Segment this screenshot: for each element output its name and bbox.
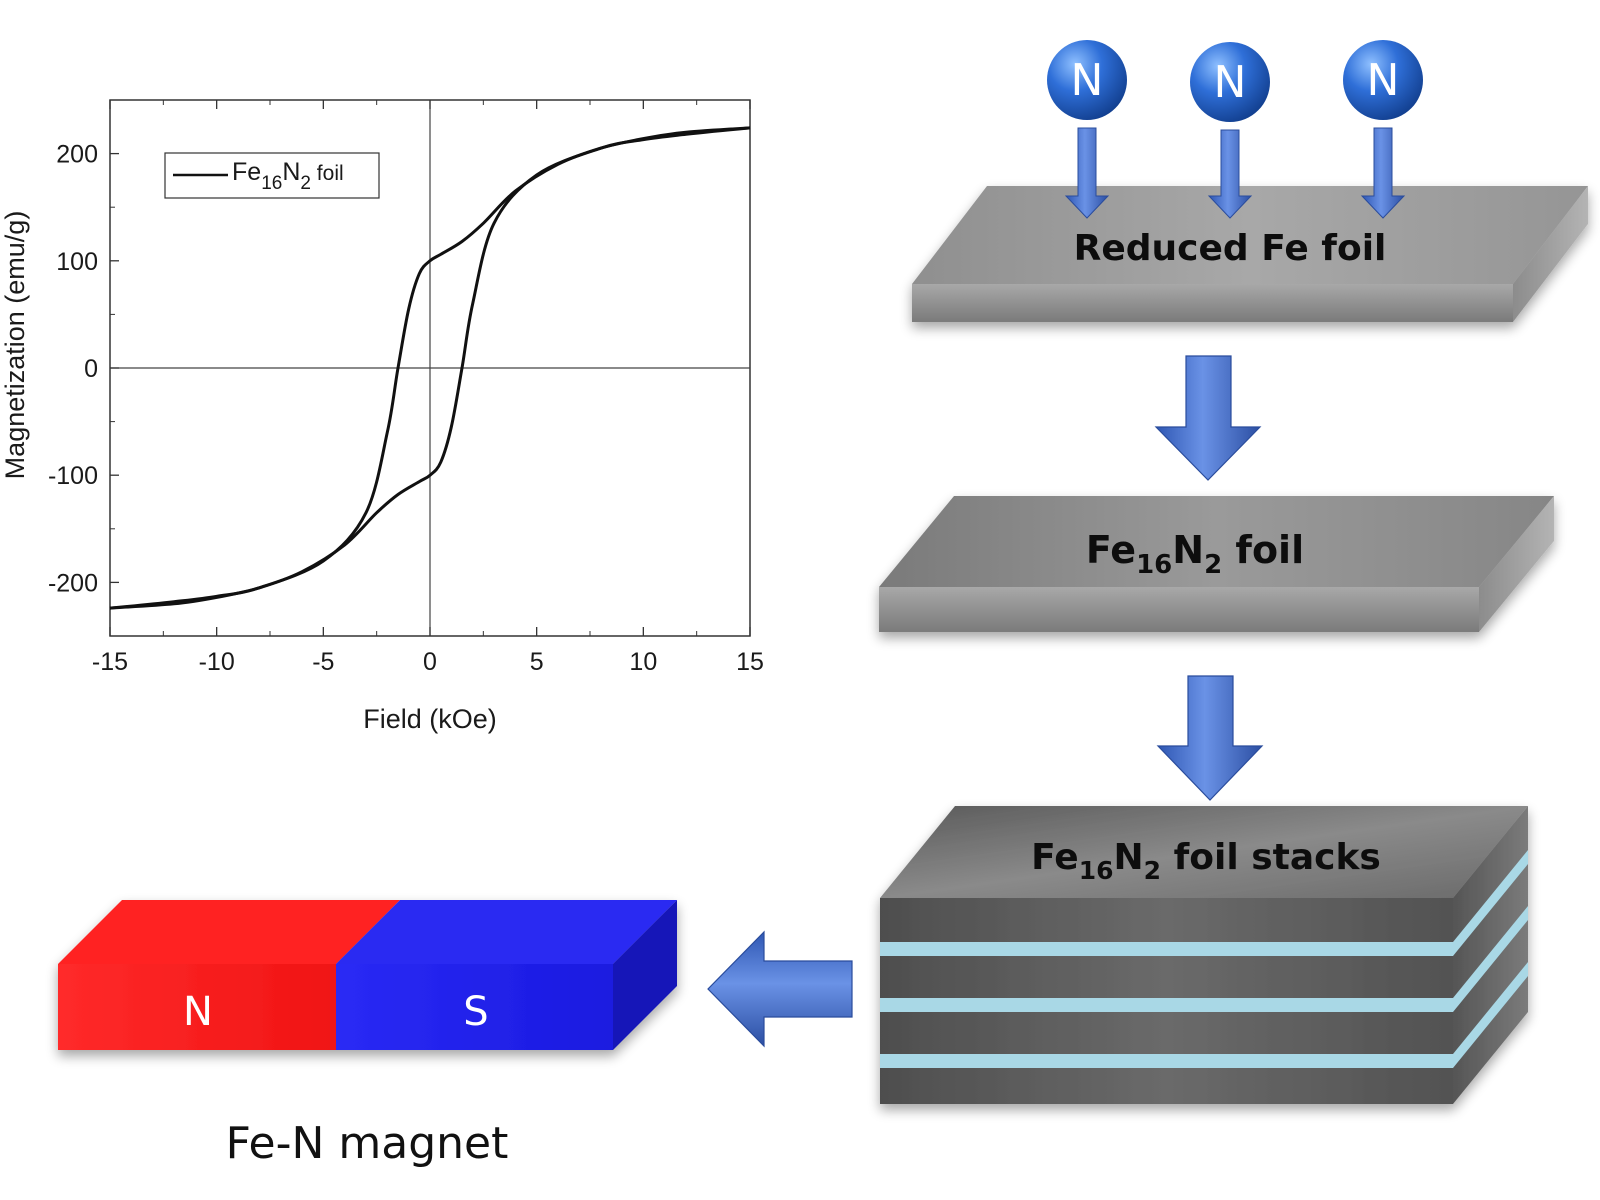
x-tick-label: 15 bbox=[736, 648, 764, 676]
fe16n2-foil-stacks: Fe16N2 foil stacks bbox=[880, 806, 1528, 1104]
x-tick-label: 0 bbox=[423, 648, 437, 676]
slab-front-face bbox=[912, 284, 1513, 322]
y-tick-label: -200 bbox=[48, 569, 98, 597]
stack-interlayer bbox=[880, 1054, 1453, 1068]
stack-interlayer bbox=[880, 942, 1453, 956]
nitrogen-atom-label: N bbox=[1214, 57, 1247, 108]
legend-label: Fe16N2 foil bbox=[232, 158, 344, 194]
slab-top-face bbox=[879, 496, 1554, 587]
process-arrow-down-icon bbox=[1154, 355, 1262, 481]
x-tick-label: -10 bbox=[199, 648, 235, 676]
stack-layer bbox=[880, 1068, 1453, 1104]
stack-top-face bbox=[880, 806, 1528, 898]
hysteresis-ascending-branch bbox=[109, 126, 751, 610]
chart-legend: Fe16N2 foil bbox=[164, 152, 380, 199]
process-arrow-left-icon bbox=[707, 930, 853, 1048]
slab-side-face bbox=[1513, 186, 1588, 322]
down-arrow-icon bbox=[1064, 127, 1110, 219]
fe16n2-foil-label: Fe16N2 foil bbox=[1086, 528, 1304, 580]
nitrogen-atom-3: N bbox=[1343, 40, 1423, 120]
reduced-fe-foil-slab: Reduced Fe foil bbox=[912, 186, 1588, 322]
x-tick-label: 10 bbox=[629, 648, 657, 676]
magnet-north-label: N bbox=[183, 989, 213, 1035]
nitrogen-atom-label: N bbox=[1367, 55, 1400, 106]
stack-layer bbox=[880, 956, 1453, 998]
nitrogen-down-arrows bbox=[1064, 127, 1406, 219]
slab-side-face bbox=[1479, 496, 1554, 632]
magnet-north-top-face bbox=[58, 900, 400, 964]
x-tick-label: -5 bbox=[312, 648, 334, 676]
magnet-south-label: S bbox=[463, 989, 488, 1035]
reduced-fe-foil-label: Reduced Fe foil bbox=[1074, 228, 1387, 269]
y-tick-label: 0 bbox=[84, 355, 98, 383]
nitrogen-atom-icon bbox=[1047, 40, 1127, 120]
x-axis-title: Field (kOe) bbox=[363, 704, 497, 734]
y-axis-title: Magnetization (emu/g) bbox=[0, 211, 30, 480]
down-arrow-icon bbox=[1207, 129, 1253, 219]
nitrogen-implantation-group: N N N bbox=[1047, 40, 1423, 122]
fe16n2-foil-slab: Fe16N2 foil bbox=[879, 496, 1554, 632]
fe-n-magnet: N S bbox=[58, 900, 677, 1050]
nitrogen-atom-1: N bbox=[1047, 40, 1127, 120]
magnet-south-top-face bbox=[336, 900, 677, 964]
nitrogen-atom-label: N bbox=[1071, 55, 1104, 106]
down-arrow-icon bbox=[1360, 127, 1406, 219]
nitrogen-atom-icon bbox=[1343, 40, 1423, 120]
stack-side-interlayer bbox=[1453, 850, 1528, 956]
fe16n2-foil-stacks-label: Fe16N2 foil stacks bbox=[1031, 837, 1381, 885]
magnet-south-front-face bbox=[336, 964, 613, 1050]
stack-side-interlayer bbox=[1453, 906, 1528, 1012]
slab-front-face bbox=[879, 587, 1479, 632]
magnet-north-front-face bbox=[58, 964, 338, 1050]
y-tick-label: -100 bbox=[48, 462, 98, 490]
y-tick-label: 200 bbox=[56, 141, 98, 169]
process-arrow-down-icon bbox=[1156, 675, 1264, 801]
fe-n-magnet-caption: Fe-N magnet bbox=[226, 1118, 509, 1169]
magnet-side-face bbox=[613, 900, 677, 1050]
stack-interlayer bbox=[880, 998, 1453, 1012]
x-tick-label: 5 bbox=[530, 648, 544, 676]
hysteresis-chart: -15 -10 -5 0 5 10 15 200 100 0 -100 -200 Fe16N2 foi… bbox=[0, 99, 764, 734]
x-tick-label: -15 bbox=[92, 648, 128, 676]
stack-layer bbox=[880, 898, 1453, 942]
nitrogen-atom-2: N bbox=[1190, 42, 1270, 122]
y-tick-label: 100 bbox=[56, 248, 98, 276]
stack-side-interlayer bbox=[1453, 962, 1528, 1068]
stack-layer bbox=[880, 1012, 1453, 1054]
nitrogen-atom-icon bbox=[1190, 42, 1270, 122]
